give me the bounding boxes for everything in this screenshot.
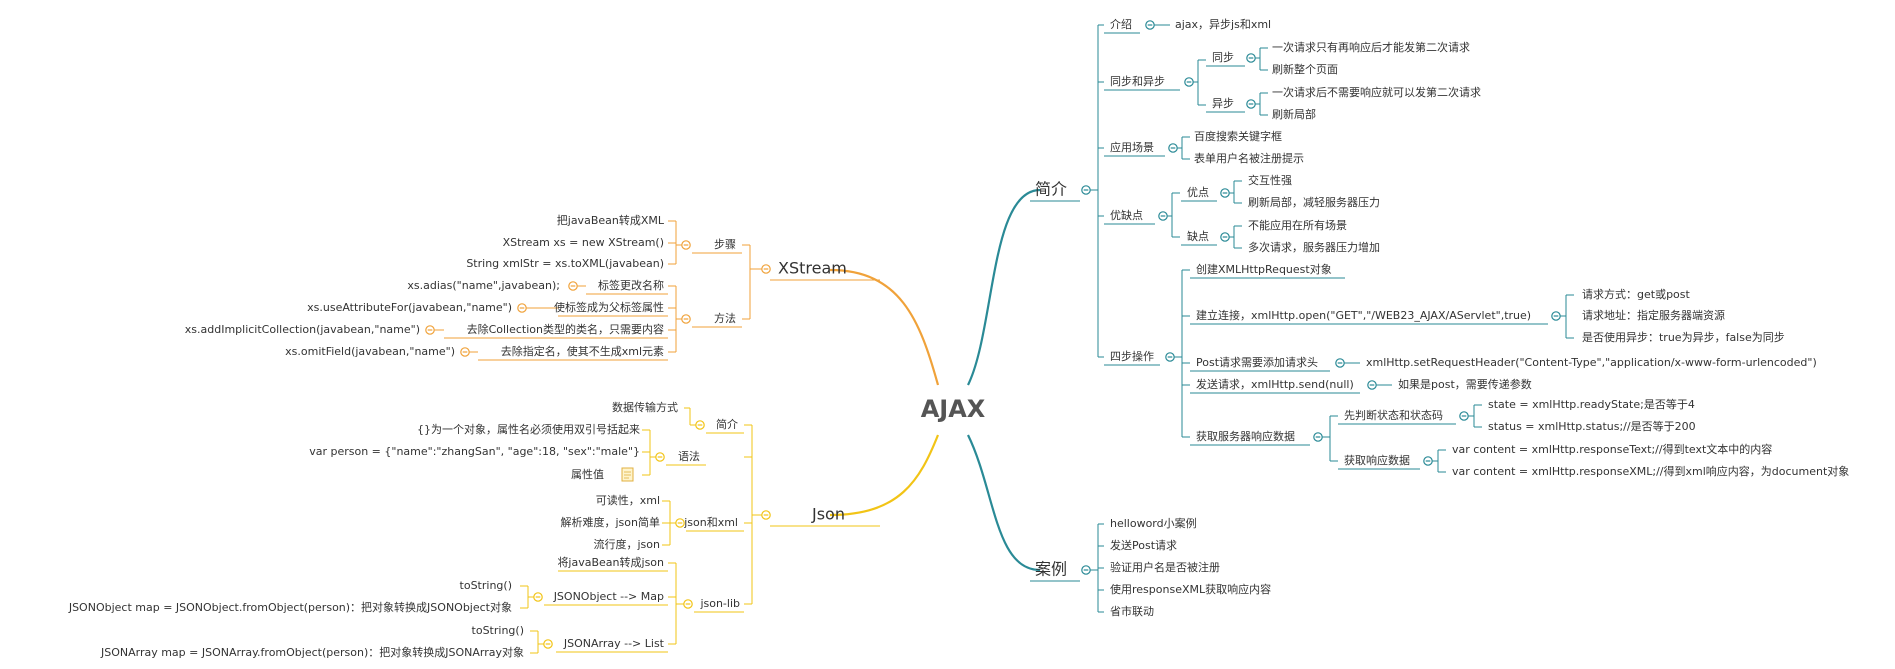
intro-scene-item: 百度搜索关键字框 [1194, 129, 1282, 143]
case-item: 使用responseXML获取响应内容 [1110, 582, 1271, 596]
json-lib-item: 将javaBean转成json [557, 555, 664, 569]
nodes: AJAX 简介 介绍 ajax，异步js和xml 同步和异步 同步 一次请求只有再响应后才能… [68, 17, 1849, 659]
intro-pros-item: 交互性强 [1248, 173, 1292, 187]
step-connect-item: 是否使用异步：true为异步，false为同步 [1582, 331, 1785, 344]
xstream-method-code: xs.useAttributeFor(javabean,"name") [307, 301, 512, 314]
case-item: helloword小案例 [1110, 516, 1197, 530]
xstream-method-desc: 标签更改名称 [598, 278, 664, 292]
branch-json: Json [811, 505, 845, 524]
json-vsxml-item: 解析难度，json简单 [561, 515, 661, 529]
case-item: 验证用户名是否被注册 [1110, 560, 1220, 574]
intro-sync-async: 同步和异步 [1110, 75, 1165, 88]
resp-get-item: var content = xmlHttp.responseXML;//得到xm… [1452, 464, 1849, 478]
json-intro: 简介 [716, 417, 738, 431]
intro-scene-item: 表单用户名被注册提示 [1194, 151, 1304, 165]
json-obj-item: toString() [460, 579, 512, 592]
branch-json-curve [829, 434, 940, 517]
intro-sync-item: 刷新整个页面 [1272, 62, 1338, 76]
step-connect: 建立连接，xmlHttp.open("GET","/WEB23_AJAX/ASe… [1196, 308, 1531, 322]
root-node: AJAX [921, 395, 986, 423]
resp-check-item: state = xmlHttp.readyState;是否等于4 [1488, 397, 1695, 411]
step-post-header-value: xmlHttp.setRequestHeader("Content-Type",… [1366, 356, 1817, 369]
intro-proscons: 优缺点 [1110, 208, 1143, 222]
step-response: 获取服务器响应数据 [1196, 429, 1295, 443]
json-obj-item: JSONObject map = JSONObject.fromObject(p… [68, 600, 512, 614]
step-create: 创建XMLHttpRequest对象 [1196, 262, 1332, 276]
intro-jieshao: 介绍 [1110, 17, 1132, 31]
step-send: 发送请求，xmlHttp.send(null) [1196, 377, 1354, 391]
connectors [434, 24, 1574, 654]
intro-cons-item: 不能应用在所有场景 [1248, 218, 1347, 232]
branch-cases-curve [967, 434, 1041, 572]
intro-async-item: 一次请求后不需要响应就可以发第二次请求 [1272, 85, 1481, 99]
step-post-header: Post请求需要添加请求头 [1196, 355, 1318, 369]
json-arr-item: toString() [472, 624, 524, 637]
step-connect-item: 请求方式：get或post [1582, 287, 1691, 301]
xstream-methods: 方法 [714, 311, 736, 325]
xstream-step-item: XStream xs = new XStream() [503, 236, 664, 249]
intro-cons-item: 多次请求，服务器压力增加 [1248, 240, 1380, 254]
json-syntax-item: var person = {"name":"zhangSan", "age":1… [309, 445, 640, 458]
json-intro-item: 数据传输方式 [612, 400, 678, 414]
intro-cons: 缺点 [1187, 229, 1209, 243]
json-lib: json-lib [699, 597, 740, 610]
xstream-method-code: xs.adias("name",javabean); [407, 279, 560, 292]
intro-pros-item: 刷新局部，减轻服务器压力 [1248, 195, 1380, 209]
branch-xstream-curve [829, 268, 940, 386]
branch-intro: 简介 [1035, 180, 1067, 199]
intro-pros: 优点 [1187, 186, 1209, 199]
intro-sync: 同步 [1212, 51, 1234, 64]
json-obj: JSONObject --> Map [553, 590, 664, 603]
case-item: 发送Post请求 [1110, 538, 1177, 552]
json-syntax-item: 属性值 [571, 467, 604, 481]
resp-check-state: 先判断状态和状态码 [1344, 408, 1443, 422]
xstream-method-code: xs.addImplicitCollection(javabean,"name"… [185, 323, 420, 336]
resp-get-item: var content = xmlHttp.responseText;//得到t… [1452, 442, 1772, 456]
xstream-method-desc: 使标签成为父标签属性 [554, 300, 664, 314]
resp-check-item: status = xmlHttp.status;//是否等于200 [1488, 419, 1696, 433]
case-item: 省市联动 [1110, 604, 1154, 618]
intro-scenes: 应用场景 [1110, 140, 1154, 154]
xstream-method-desc: 去除Collection类型的类名，只需要内容 [467, 322, 664, 336]
json-vsxml-item: 流行度，json [594, 537, 661, 551]
intro-steps: 四步操作 [1110, 349, 1154, 363]
json-arr: JSONArray --> List [563, 637, 665, 650]
intro-async-item: 刷新局部 [1272, 107, 1316, 121]
xstream-step-item: String xmlStr = xs.toXML(javabean) [466, 257, 664, 270]
branch-cases: 案例 [1035, 560, 1067, 579]
json-syntax-item: {}为一个对象，属性名必须使用双引号括起来 [417, 422, 640, 436]
intro-jieshao-value: ajax，异步js和xml [1175, 18, 1271, 31]
xstream-steps: 步骤 [714, 238, 736, 251]
intro-async: 异步 [1212, 97, 1234, 110]
xstream-method-desc: 去除指定名，使其不生成xml元素 [501, 344, 664, 358]
step-connect-item: 请求地址：指定服务器端资源 [1582, 308, 1725, 322]
branch-intro-curve [967, 188, 1041, 386]
json-syntax: 语法 [678, 449, 700, 463]
xstream-method-code: xs.omitField(javabean,"name") [285, 345, 455, 358]
json-vsxml-item: 可读性，xml [596, 493, 660, 507]
note-icon[interactable] [621, 467, 634, 482]
json-arr-item: JSONArray map = JSONArray.fromObject(per… [100, 645, 524, 659]
resp-get: 获取响应数据 [1344, 453, 1410, 467]
branch-xstream: XStream [778, 259, 847, 278]
json-vs-xml: json和xml [683, 516, 738, 529]
xstream-step-item: 把javaBean转成XML [557, 213, 665, 227]
intro-sync-item: 一次请求只有再响应后才能发第二次请求 [1272, 40, 1470, 54]
step-send-value: 如果是post，需要传递参数 [1398, 377, 1532, 391]
